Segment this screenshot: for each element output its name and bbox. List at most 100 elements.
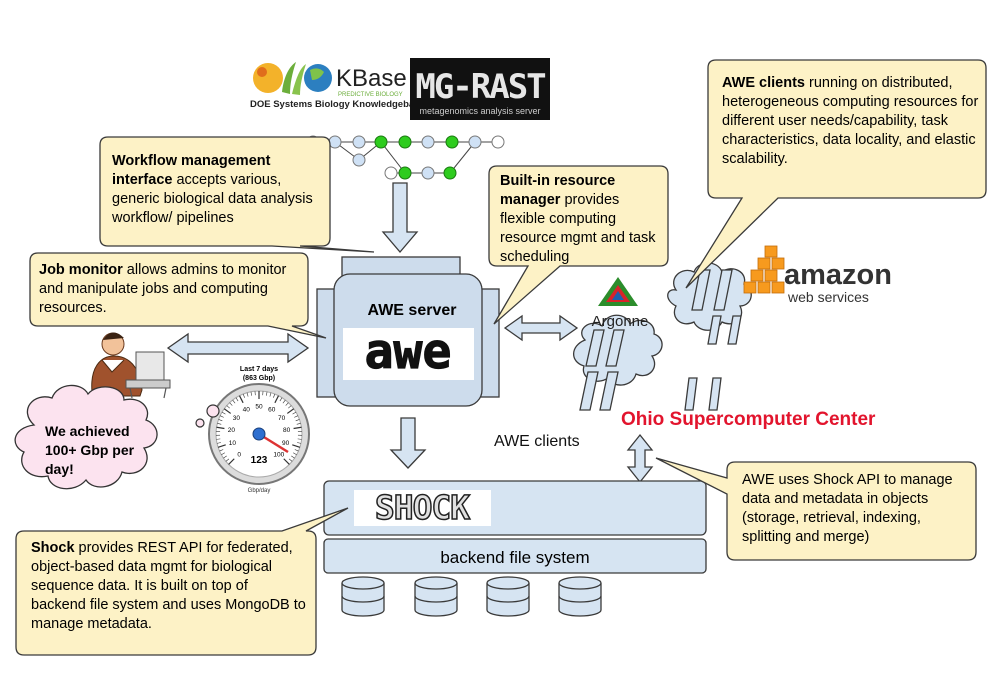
gauge-tick bbox=[223, 408, 232, 414]
mgrast-caption: metagenomics analysis server bbox=[419, 106, 540, 116]
awe-logo-text: awe bbox=[365, 324, 452, 380]
awe-server: AWE server awe bbox=[316, 256, 500, 407]
callout-clients-bold: AWE clients bbox=[722, 75, 805, 91]
callout-workflow-bold: Workflow management interface bbox=[112, 153, 271, 188]
gauge-tick bbox=[296, 423, 301, 425]
callout-workflow-shape bbox=[99, 136, 375, 253]
mgrast-logo: MG-RAST metagenomics analysis server bbox=[410, 58, 550, 120]
gauge-tick bbox=[288, 405, 292, 409]
callout-resource-rest: provides flexible computing resource mgm… bbox=[500, 192, 656, 265]
callout-jobmonitor-rest: allows admins to monitor and manipulate … bbox=[39, 262, 287, 316]
gauge-scale-label: 30 bbox=[233, 415, 241, 422]
amazon-logo: amazon web services bbox=[743, 245, 892, 305]
gauge-tick bbox=[219, 449, 224, 452]
gauge-tick bbox=[286, 408, 295, 414]
disk-2 bbox=[414, 576, 458, 617]
gauge-tick bbox=[294, 449, 299, 452]
gauge-tick bbox=[250, 391, 252, 396]
shock-system: SHOCK backend file system bbox=[323, 480, 707, 574]
gauge-tick bbox=[246, 392, 249, 397]
callout-clients-rest: running on distributed, heterogeneous co… bbox=[722, 75, 979, 167]
gauge-tick bbox=[216, 442, 222, 444]
gauge-tick bbox=[221, 411, 226, 415]
gauge-tick bbox=[283, 458, 290, 465]
backend-label: backend file system bbox=[440, 548, 589, 567]
gauge-tick bbox=[223, 455, 227, 459]
callout-shockapi-shape bbox=[655, 457, 977, 561]
gauge-tick bbox=[295, 419, 300, 422]
gauge-tick bbox=[228, 458, 235, 465]
awe-clients-label: AWE clients bbox=[494, 433, 580, 450]
arrow-workflow-to-server bbox=[381, 182, 419, 254]
gauge-scale-label: 0 bbox=[237, 451, 241, 458]
gauge-scale-label: 100 bbox=[273, 451, 284, 458]
gauge-tick bbox=[282, 399, 286, 404]
gauge-tick bbox=[217, 423, 222, 425]
kbase-logo: KBase PREDICTIVE BIOLOGY DOE Systems Bio… bbox=[250, 62, 425, 110]
disk-4 bbox=[558, 576, 602, 617]
bubble-line-3: day! bbox=[45, 461, 74, 477]
gauge-tick bbox=[294, 415, 299, 418]
admin-person-illustration bbox=[91, 332, 171, 399]
gauge-tick bbox=[217, 444, 226, 448]
gauge-tick bbox=[229, 402, 233, 406]
callout-shockapi-rest: AWE uses Shock API to manage data and me… bbox=[742, 472, 953, 545]
gauge-tick bbox=[274, 395, 280, 404]
gauge-tick bbox=[238, 395, 244, 404]
gauge-tick bbox=[292, 411, 297, 415]
callout-resource-shape bbox=[488, 165, 669, 325]
callout-workflow-rest: accepts various, generic biological data… bbox=[112, 172, 313, 226]
gauge-scale-label: 60 bbox=[268, 407, 276, 414]
gauge-tick bbox=[235, 397, 239, 402]
callout-shock-rest: provides REST API for federated, object-… bbox=[31, 540, 306, 632]
gauge-scale-label: 50 bbox=[255, 404, 263, 411]
callout-jobmonitor-shape bbox=[29, 252, 327, 339]
gauge-tick bbox=[279, 397, 283, 402]
gauge-tick bbox=[232, 399, 236, 404]
workflow-graph bbox=[306, 135, 505, 180]
gauge-tick bbox=[219, 415, 224, 418]
gauge-ticks bbox=[216, 391, 302, 465]
callout-shock-bold: Shock bbox=[31, 540, 75, 556]
gauge-reading: 123 bbox=[251, 455, 268, 466]
callout-shock: Shock provides REST API for federated, o… bbox=[31, 539, 306, 634]
arrow-server-to-shock bbox=[389, 417, 427, 469]
mgrast-name: MG-RAST bbox=[415, 67, 545, 107]
achievement-thought-bubble: We achieved 100+ Gbp per day! bbox=[14, 384, 220, 490]
callout-resource-bold: Built-in resource manager bbox=[500, 173, 616, 208]
gauge-unit: Gbp/day bbox=[248, 488, 271, 494]
gauge-tick bbox=[291, 455, 295, 459]
arrow-jobmonitor-server bbox=[166, 332, 310, 364]
bubble-line-2: 100+ Gbp per bbox=[45, 442, 135, 458]
gauge-tick bbox=[269, 392, 272, 397]
amazon-name: amazon bbox=[784, 259, 892, 291]
gauge-scale-label: 10 bbox=[229, 440, 237, 447]
callout-shock-shape bbox=[15, 507, 349, 656]
gauge-scale-label: 20 bbox=[228, 427, 236, 434]
callout-resource: Built-in resource manager provides flexi… bbox=[500, 172, 660, 267]
callout-clients-shape bbox=[685, 59, 987, 289]
gauge-tick bbox=[293, 426, 302, 430]
gauge-tick bbox=[221, 452, 225, 455]
gauge-scale-label: 70 bbox=[278, 415, 286, 422]
gauge-scale-label: 90 bbox=[282, 440, 290, 447]
gauge-tick bbox=[293, 452, 297, 455]
callout-jobmonitor: Job monitor allows admins to monitor and… bbox=[39, 261, 301, 318]
gauge-tick bbox=[297, 438, 302, 440]
storage-disks bbox=[341, 576, 602, 617]
gauge-tick bbox=[225, 458, 230, 462]
gauge-tick bbox=[216, 438, 221, 440]
gauge-title: Last 7 days bbox=[240, 366, 278, 373]
disk-3 bbox=[486, 576, 530, 617]
arrow-clients-shock bbox=[626, 433, 654, 484]
gauge-tick bbox=[292, 444, 301, 448]
gauge-tick bbox=[218, 419, 223, 422]
gauge-subtitle: (863 Gbp) bbox=[243, 375, 275, 382]
gauge-tick bbox=[285, 402, 289, 406]
disk-1 bbox=[341, 576, 385, 617]
callout-jobmonitor-bold: Job monitor bbox=[39, 262, 123, 278]
gauge-tick bbox=[242, 393, 245, 398]
callout-workflow: Workflow management interface accepts va… bbox=[112, 152, 324, 228]
